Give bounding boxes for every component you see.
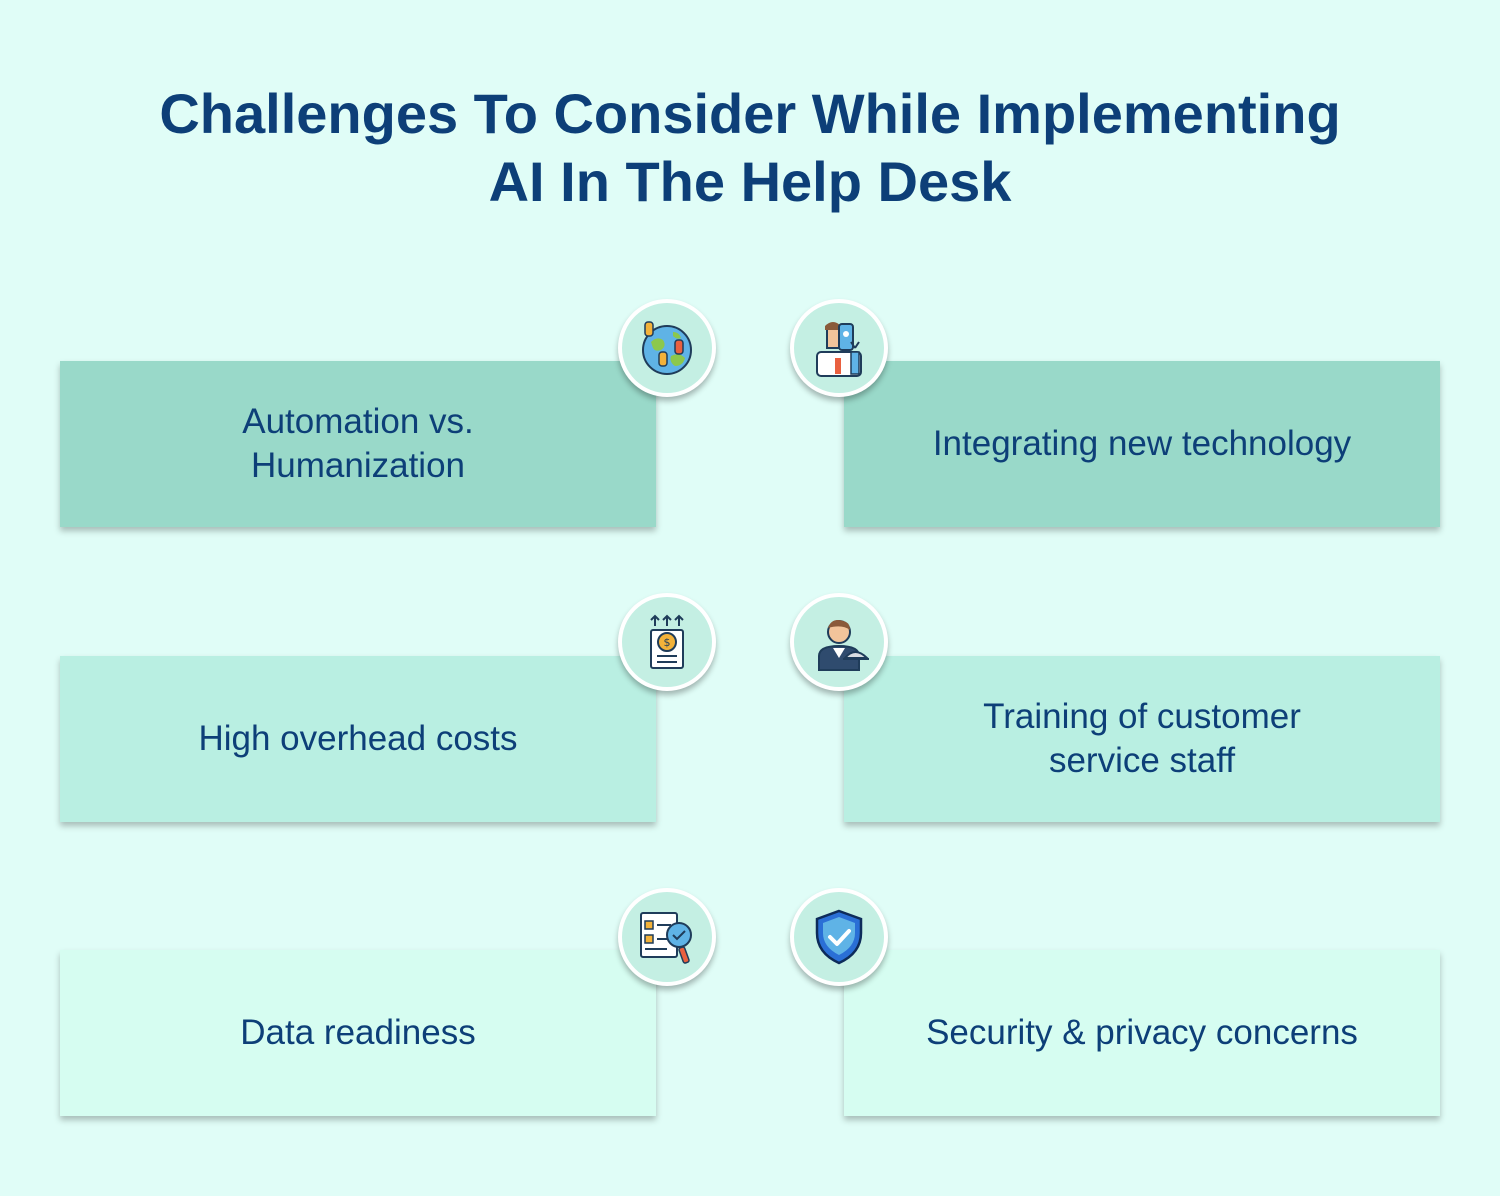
challenge-label: High overhead costs: [198, 719, 518, 758]
challenge-card-integration: Integrating new technology: [844, 361, 1440, 527]
challenge-card-automation: Automation vs. Humanization: [60, 361, 656, 527]
challenge-label: Automation vs. Humanization: [242, 402, 474, 485]
waiter-staff-icon: [790, 593, 888, 691]
data-checklist-icon: [618, 888, 716, 986]
challenge-label: Security & privacy concerns: [926, 1013, 1358, 1052]
challenge-label: Training of customer service staff: [983, 697, 1301, 780]
security-shield-icon: [790, 888, 888, 986]
challenge-card-overhead: High overhead costs: [60, 656, 656, 822]
title-line-2: AI In The Help Desk: [488, 150, 1012, 213]
svg-text:$: $: [664, 636, 671, 649]
globe-people-icon: [618, 299, 716, 397]
title-line-1: Challenges To Consider While Implementin…: [159, 82, 1341, 145]
challenge-card-security: Security & privacy concerns: [844, 950, 1440, 1116]
challenge-card-data: Data readiness: [60, 950, 656, 1116]
challenge-label: Data readiness: [240, 1013, 476, 1052]
challenge-label: Integrating new technology: [932, 424, 1352, 463]
human-robot-icon: [790, 299, 888, 397]
cost-report-icon: $: [618, 593, 716, 691]
challenge-card-training: Training of customer service staff: [844, 656, 1440, 822]
page-title: Challenges To Consider While Implementin…: [0, 80, 1500, 216]
